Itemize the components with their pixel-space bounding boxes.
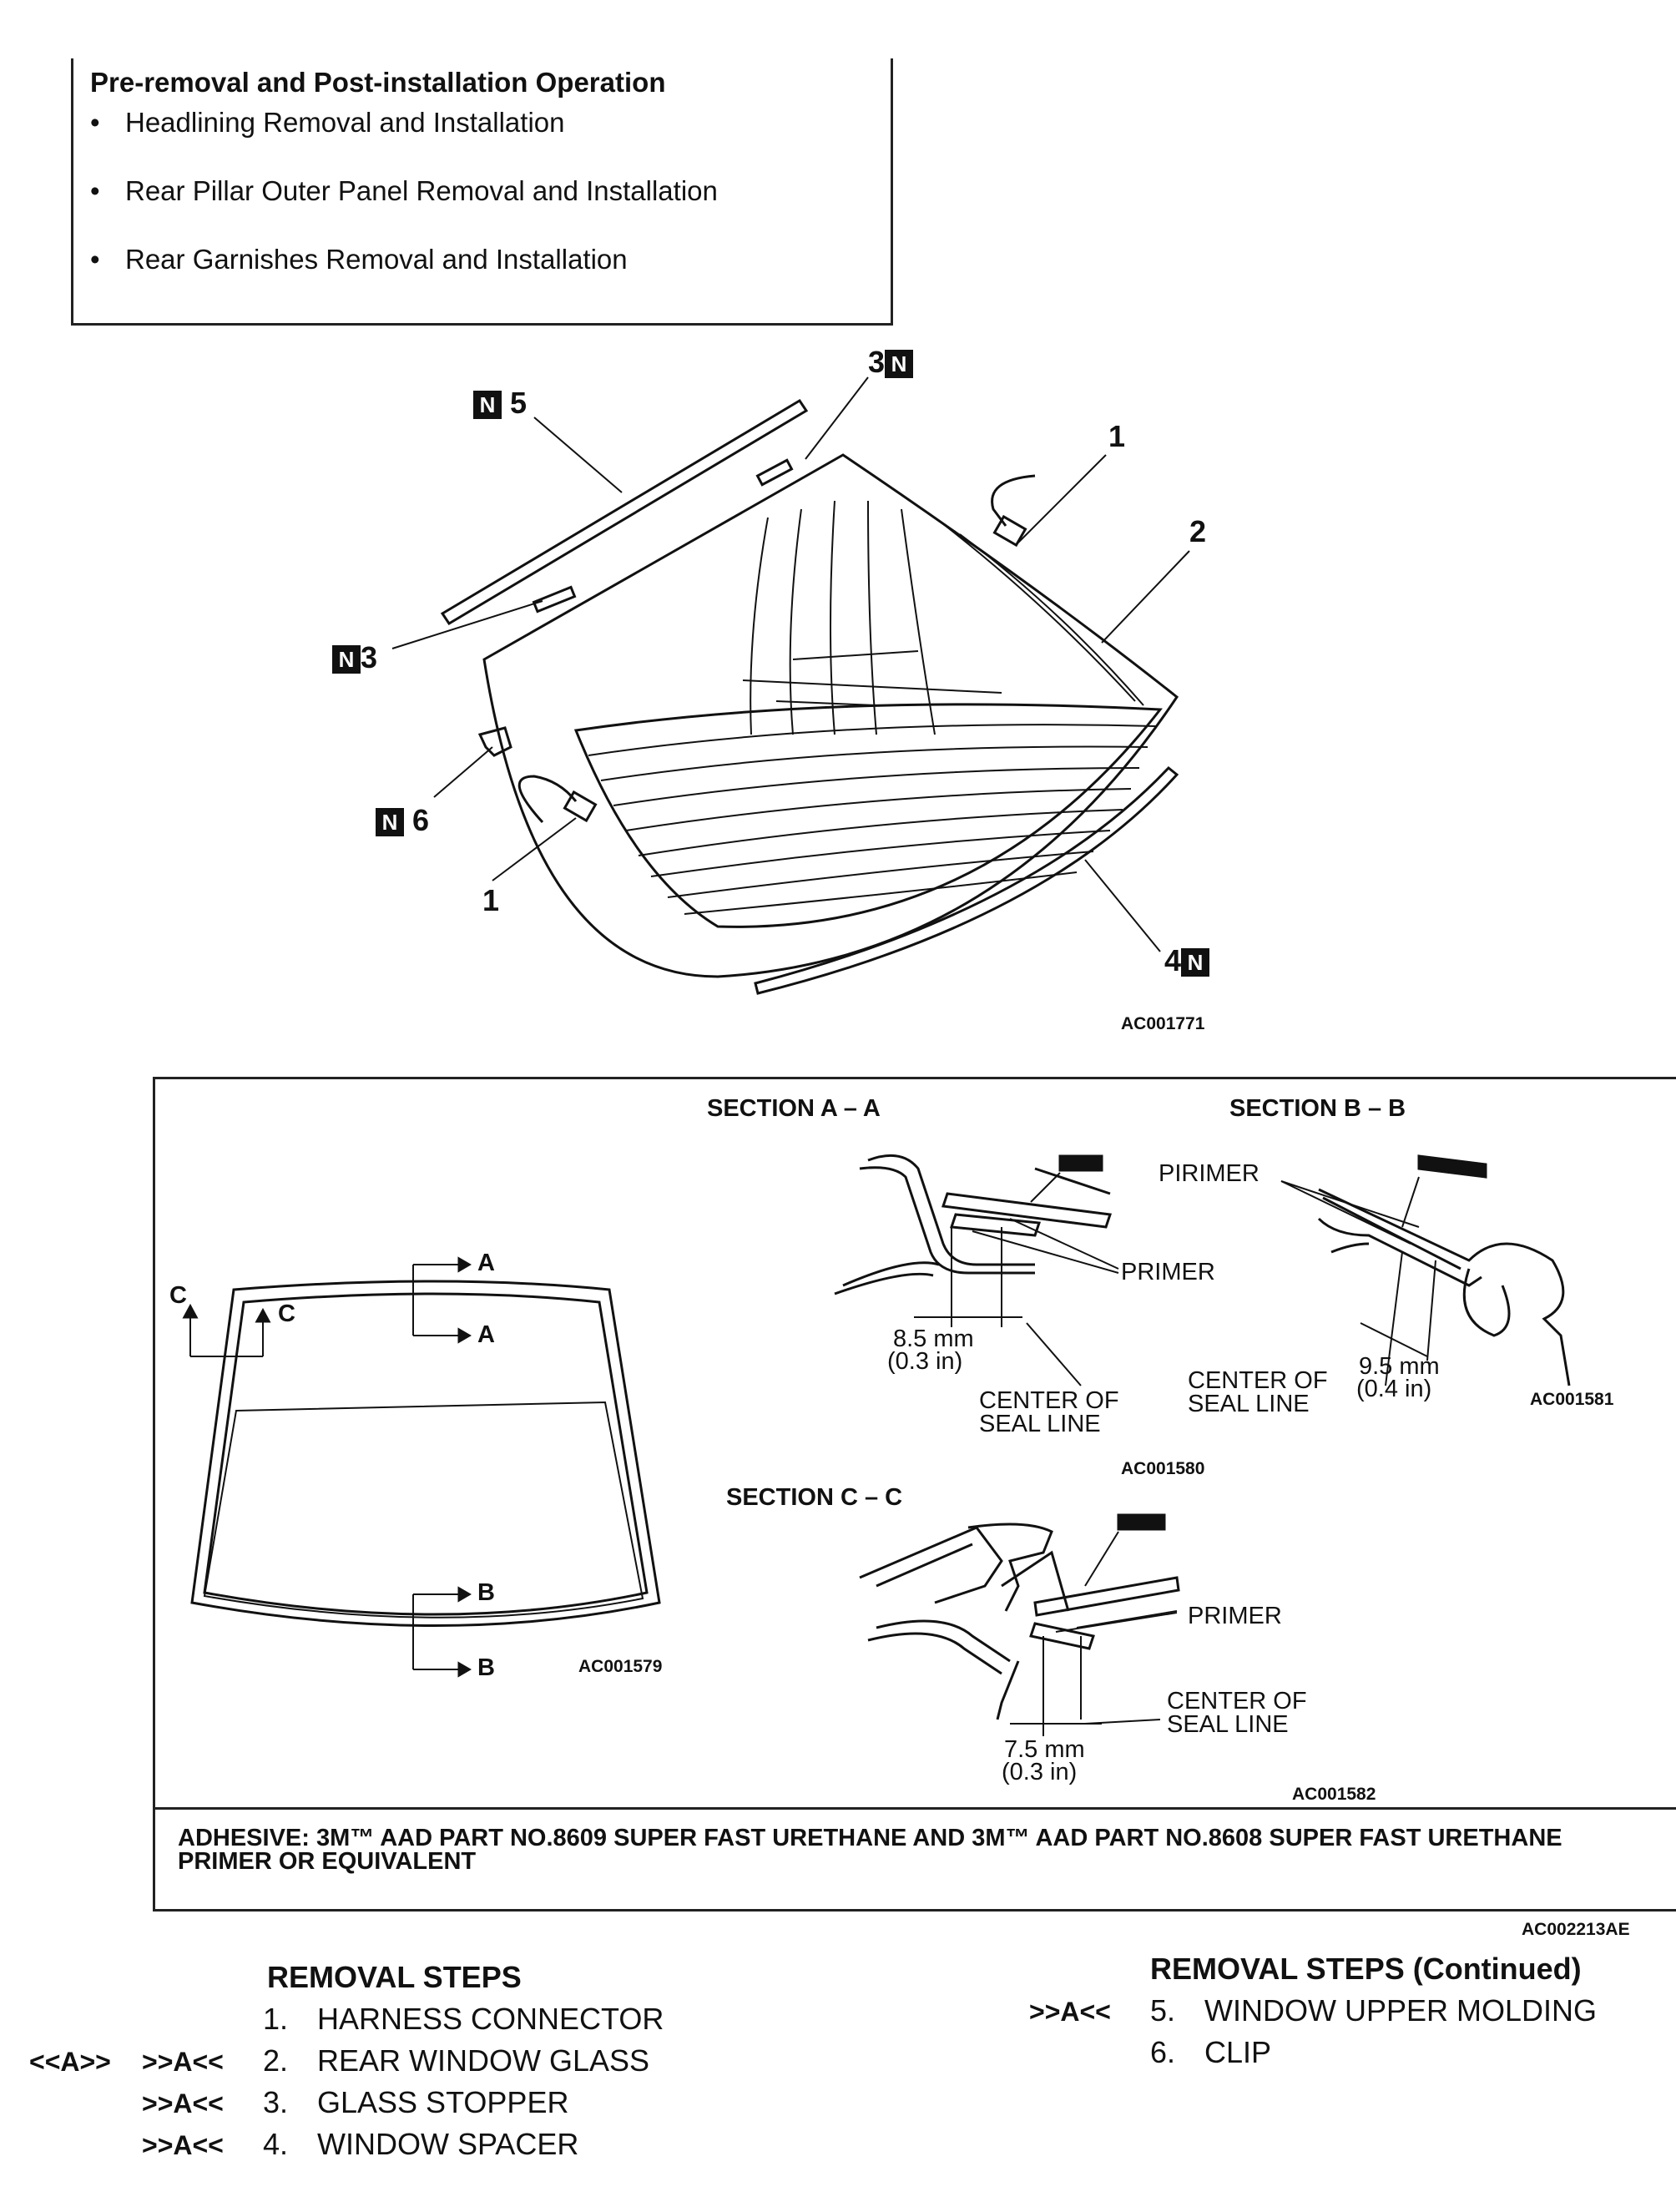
sections-drawing <box>182 1154 1571 1736</box>
frame-code: AC002213AE <box>1522 1920 1630 1939</box>
callout-6: N 6 <box>376 803 429 838</box>
removal-step: 6.CLIP <box>1150 2035 1272 2069</box>
removal-steps-continued-heading: REMOVAL STEPS (Continued) <box>1150 1952 1582 1986</box>
pre-removal-note-box <box>71 58 893 326</box>
section-a-dim-mm: 8.5 mm <box>893 1326 974 1352</box>
callout-2: 2 <box>1189 514 1207 548</box>
glass-stopper <box>755 458 794 487</box>
removal-step: >>A<<5.WINDOW UPPER MOLDING <box>1029 1993 1598 2028</box>
section-b-primer: PIRIMER <box>1159 1160 1260 1187</box>
section-a-dim-in: (0.3 in) <box>887 1348 963 1375</box>
overview-label-a-bottom: A <box>477 1321 495 1348</box>
section-a-drawing <box>834 1154 1119 1386</box>
section-b-center-line-2: SEAL LINE <box>1188 1391 1310 1417</box>
section-a-center-line-1: CENTER OF <box>979 1387 1119 1414</box>
window-spacer <box>754 765 1179 995</box>
section-c-primer: PRIMER <box>1188 1603 1282 1629</box>
callout-1-bottom: 1 <box>482 883 500 917</box>
overview-code: AC001579 <box>578 1657 663 1676</box>
section-a-center-line-2: SEAL LINE <box>979 1411 1101 1437</box>
section-c-dim-mm: 7.5 mm <box>1004 1736 1085 1763</box>
overview-label-b-top: B <box>477 1579 495 1606</box>
adhesive-note: ADHESIVE: 3M™ AAD PART NO.8609 SUPER FAS… <box>178 1825 1562 1875</box>
section-b-drawing <box>1280 1154 1571 1386</box>
section-c-center-line-1: CENTER OF <box>1167 1688 1307 1715</box>
section-a-primer: PRIMER <box>1121 1259 1215 1285</box>
section-b-center-line-1: CENTER OF <box>1188 1367 1328 1394</box>
harness-connector <box>991 474 1036 527</box>
overview-label-c-left: C <box>169 1282 187 1309</box>
section-b-dim-in: (0.4 in) <box>1356 1376 1432 1402</box>
figure-code: AC001771 <box>1121 1014 1205 1033</box>
removal-step: 1.HARNESS CONNECTOR <box>263 2002 664 2036</box>
callout-5: N 5 <box>473 386 527 421</box>
section-c-code: AC001582 <box>1292 1785 1376 1804</box>
note-item: •Headlining Removal and Installation <box>90 107 565 138</box>
section-c-title: SECTION C – C <box>726 1484 903 1511</box>
note-title: Pre-removal and Post-installation Operat… <box>90 67 666 98</box>
section-b-dim-mm: 9.5 mm <box>1359 1353 1440 1380</box>
section-c-center-line-2: SEAL LINE <box>1167 1711 1289 1738</box>
section-c-dim-in: (0.3 in) <box>1002 1759 1078 1785</box>
section-a-code: AC001580 <box>1121 1459 1205 1478</box>
harness-connector <box>517 775 578 824</box>
removal-steps-heading: REMOVAL STEPS <box>267 1960 522 1994</box>
note-item: •Rear Garnishes Removal and Installation <box>90 244 628 275</box>
removal-step: >>A<<4.WINDOW SPACER <box>142 2127 579 2161</box>
note-item: •Rear Pillar Outer Panel Removal and Ins… <box>90 175 718 206</box>
overview-label-b-bottom: B <box>477 1654 495 1681</box>
clip <box>477 726 512 757</box>
exploded-view-drawing <box>391 376 1190 995</box>
overview-label-c-right: C <box>278 1300 295 1327</box>
overview-label-a-top: A <box>477 1250 495 1276</box>
callout-1-top: 1 <box>1108 419 1126 453</box>
glass-stopper <box>532 585 577 614</box>
section-b-title: SECTION B – B <box>1229 1095 1406 1122</box>
overview-glass <box>190 1280 661 1627</box>
section-c-drawing <box>859 1513 1180 1736</box>
rear-window-glass <box>482 453 1179 978</box>
window-upper-molding <box>440 398 809 626</box>
sections-frame <box>153 1077 1676 1912</box>
removal-step: >>A<<3.GLASS STOPPER <box>142 2085 569 2119</box>
section-a-title: SECTION A – A <box>707 1095 881 1122</box>
adhesive-divider <box>153 1807 1676 1810</box>
removal-step: <<A>>>>A<<2.REAR WINDOW GLASS <box>29 2043 650 2078</box>
section-b-code: AC001581 <box>1530 1390 1614 1409</box>
